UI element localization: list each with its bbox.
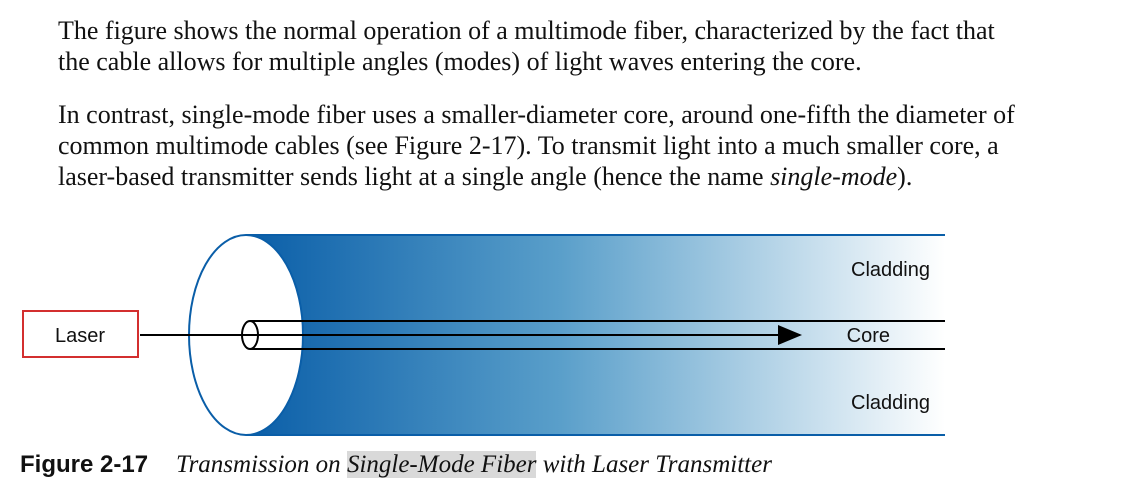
figure-number: Figure 2-17 [20,451,149,478]
paragraph-multimode: The figure shows the normal operation of… [58,15,1098,77]
single-mode-emphasis: single-mode [770,162,898,191]
figure-title-pre: Transmission on [176,451,347,478]
laser-box [22,310,139,358]
p2-line-1: In contrast, single-mode fiber uses a sm… [58,100,1015,129]
single-mode-fiber-figure: Laser Cladding Core Cladding [22,234,945,436]
p1-line-1: The figure shows the normal operation of… [58,16,995,45]
p2-line-3-pre: laser-based transmitter sends light at a… [58,162,771,191]
figure-title-post: with Laser Transmitter [536,451,772,478]
paragraph-single-mode: In contrast, single-mode fiber uses a sm… [58,99,1098,192]
p2-line-3: laser-based transmitter sends light at a… [58,162,912,191]
cladding-bottom-label: Cladding [851,392,930,414]
laser-label: Laser [55,325,105,347]
figure-title: Transmission on Single-Mode Fiber with L… [176,451,772,478]
cladding-top-label: Cladding [851,259,930,281]
figure-caption: Figure 2-17 Transmission on Single-Mode F… [20,451,772,479]
p1-line-2: the cable allows for multiple angles (mo… [58,47,862,76]
p2-line-2: common multimode cables (see Figure 2-17… [58,131,999,160]
figure-title-highlight: Single-Mode Fiber [346,451,537,478]
core-label: Core [847,325,890,347]
p2-line-3-post: ). [897,162,913,191]
